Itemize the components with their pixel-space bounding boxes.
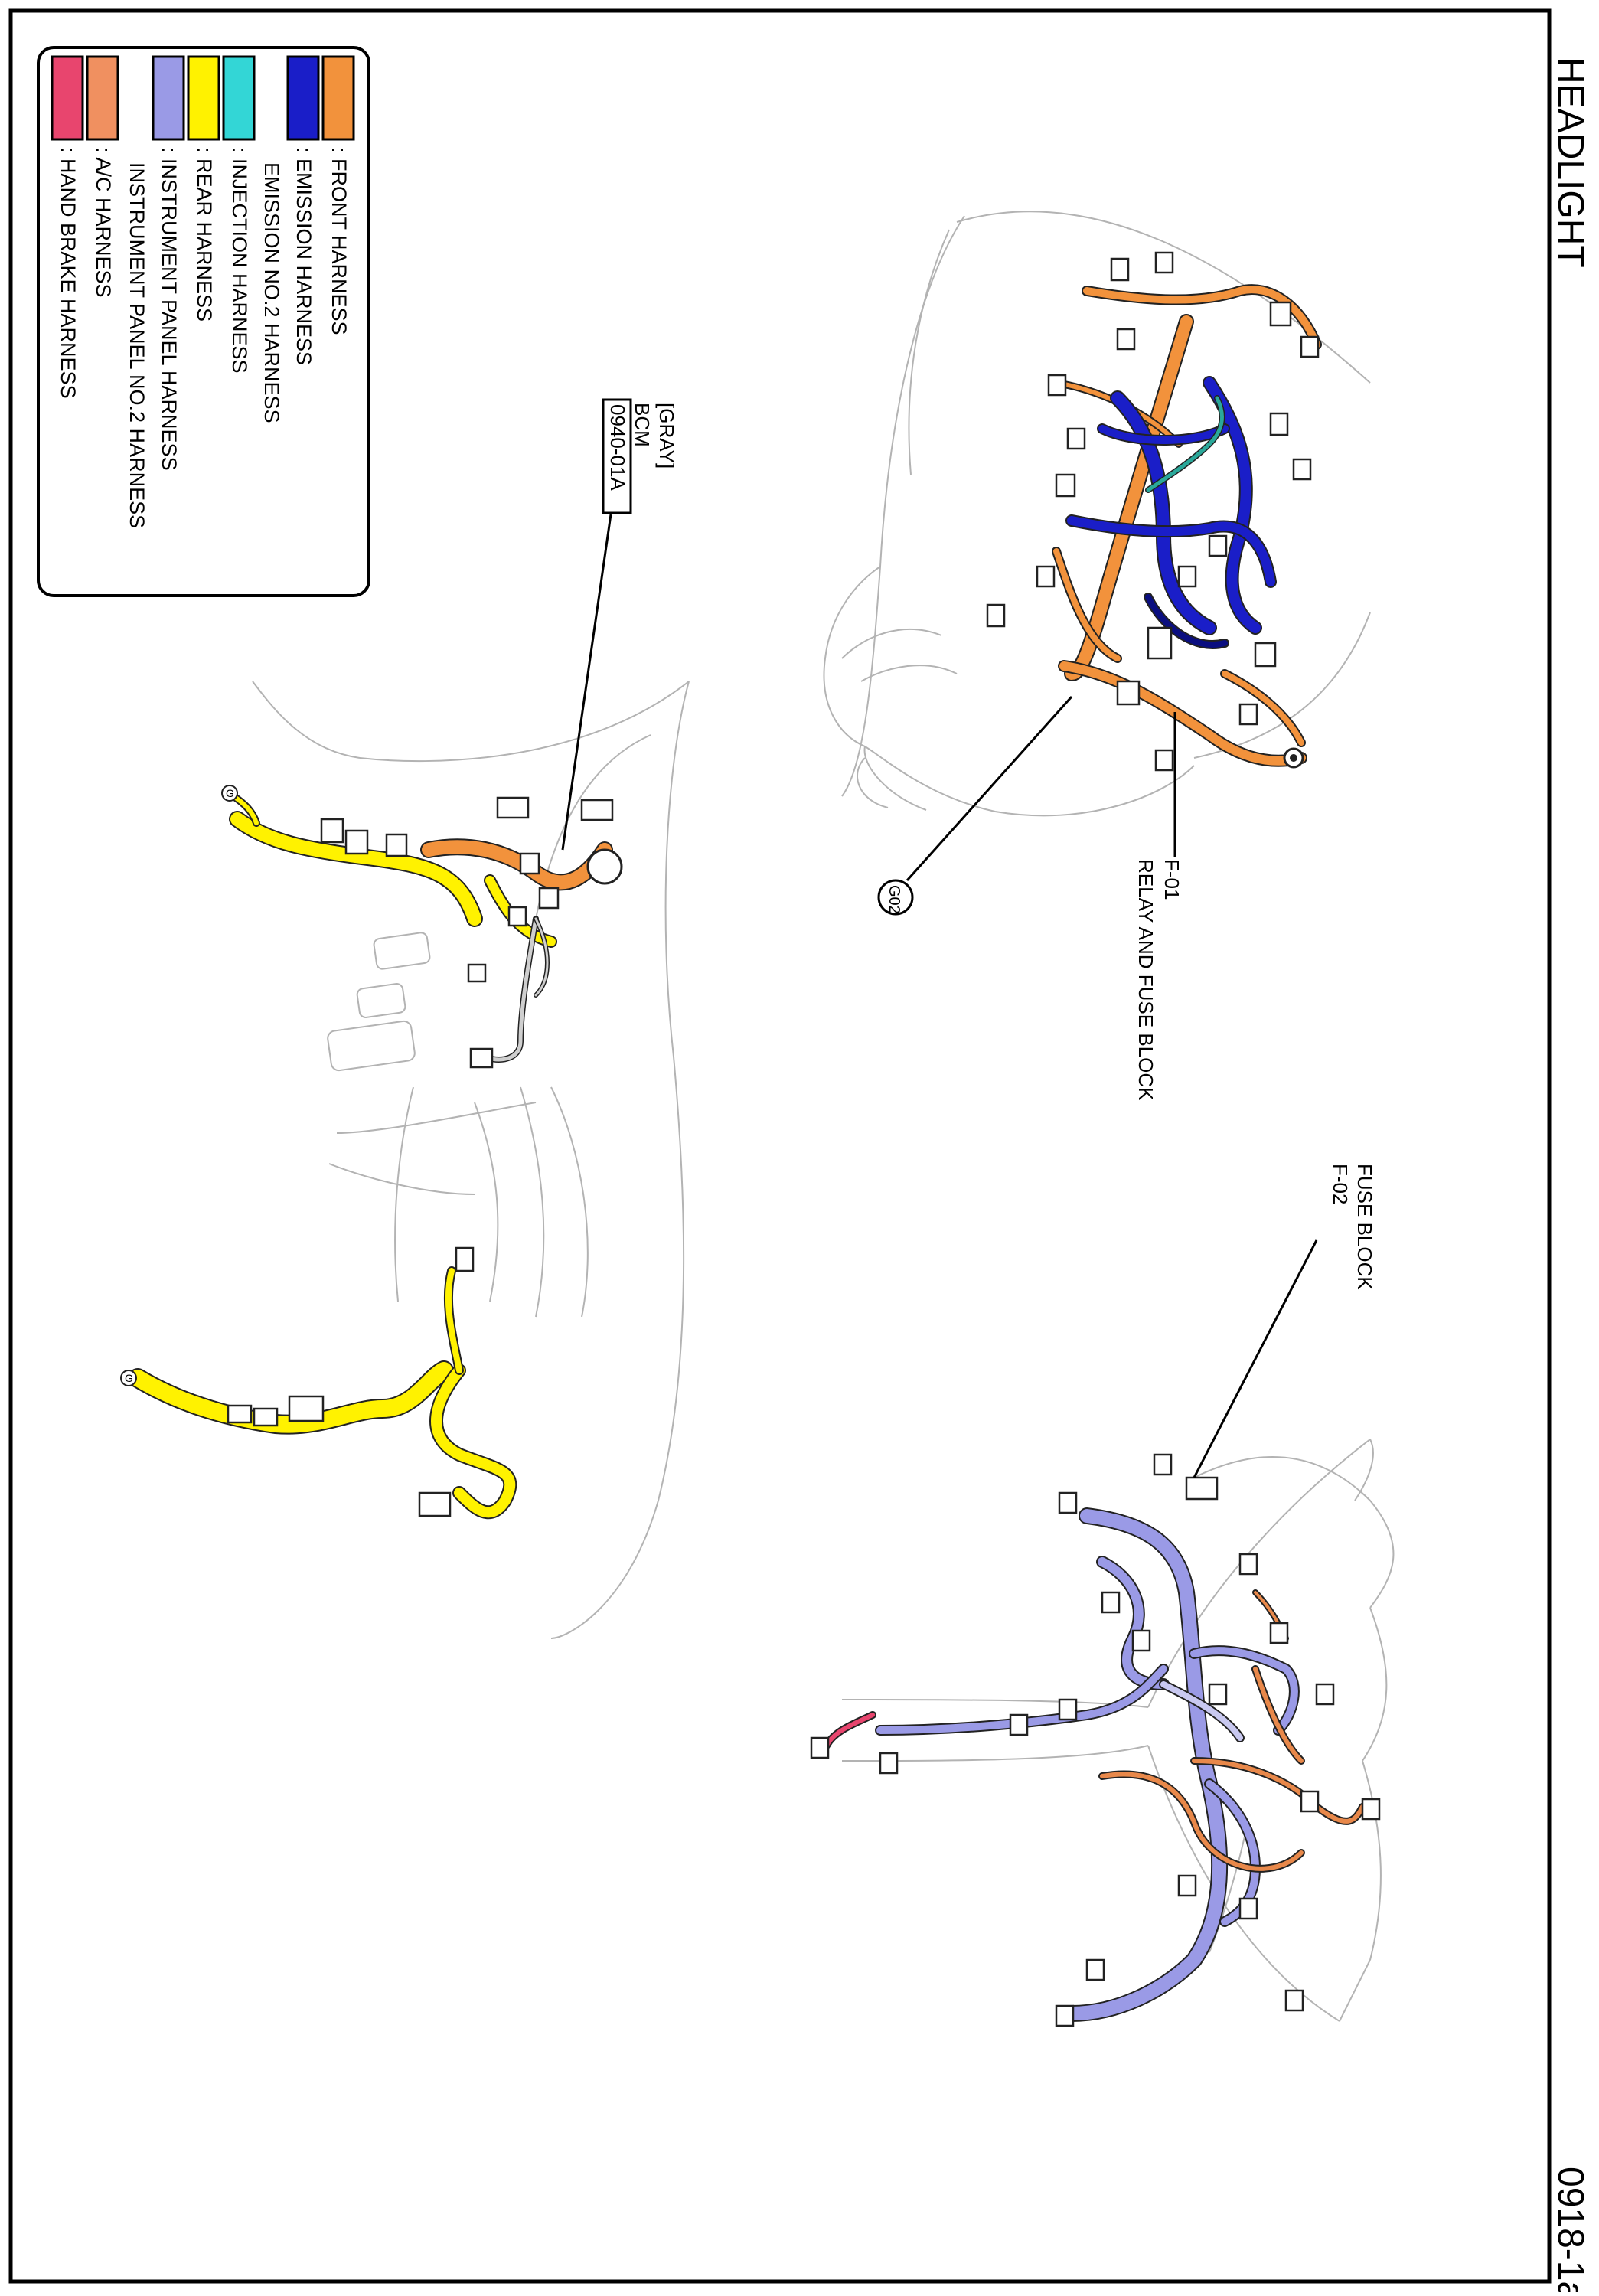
injection-harness <box>1145 395 1225 493</box>
legend-label-ac: : A/C HARNESS <box>92 147 115 298</box>
bcm-color: [GRAY] <box>655 403 678 469</box>
fuse-block-name: FUSE BLOCK <box>1353 1164 1376 1290</box>
legend-box <box>37 46 370 597</box>
legend: : FRONT HARNESS : EMISSION HARNESS EMISS… <box>37 46 370 597</box>
legend-label-instrument-no2: INSTRUMENT PANEL NO.2 HARNESS <box>126 162 148 528</box>
fuse-block-code: F-02 <box>1329 1164 1352 1204</box>
bcm-code-box <box>602 398 632 514</box>
legend-label-instrument: : INSTRUMENT PANEL HARNESS <box>158 147 181 471</box>
emission-harness <box>1065 376 1277 649</box>
legend-label-rear: : REAR HARNESS <box>193 147 216 322</box>
legend-swatch-emission <box>286 55 320 141</box>
interior-outline <box>252 681 690 1639</box>
legend-label-front: : FRONT HARNESS <box>328 147 351 335</box>
instrument-panel-connectors <box>810 1453 1381 2027</box>
front-harness-engine <box>1052 284 1322 767</box>
legend-swatch-instrument <box>152 55 185 141</box>
legend-label-handbrake: : HAND BRAKE HARNESS <box>57 147 80 399</box>
bcm-harness <box>221 785 623 1063</box>
page-code: 0918-1a <box>1550 2167 1591 2292</box>
legend-swatch-rear <box>187 55 220 141</box>
ground-g-label-2: G <box>125 1372 133 1384</box>
ground-g02-leader <box>906 695 1073 882</box>
rear-harness <box>120 1246 517 1520</box>
ground-g02-marker <box>877 879 914 916</box>
ground-g-label-1: G <box>226 787 234 799</box>
legend-swatch-front <box>321 55 355 141</box>
fuse-block-leader <box>1193 1239 1318 1478</box>
engine-connectors <box>986 251 1320 772</box>
legend-label-emission: : EMISSION HARNESS <box>292 147 315 365</box>
bcm-leader <box>561 514 612 851</box>
legend-swatch-handbrake <box>51 55 84 141</box>
ground-g02-label: G02 <box>886 885 902 914</box>
relay-fuse-name: RELAY AND FUSE BLOCK <box>1134 859 1157 1101</box>
page-frame <box>8 8 1552 2284</box>
bcm-connectors <box>320 796 614 1069</box>
relay-fuse-code: F-01 <box>1160 859 1183 900</box>
bcm-code: 0940-01A <box>606 404 629 491</box>
legend-label-emission-no2: EMISSION NO.2 HARNESS <box>260 162 283 423</box>
legend-swatch-injection <box>222 55 256 141</box>
legend-swatch-ac <box>86 55 119 141</box>
legend-label-injection: : INJECTION HARNESS <box>228 147 251 374</box>
interior-pedals <box>327 932 431 1072</box>
instrument-panel-harness <box>823 1507 1366 2022</box>
bcm-name: BCM <box>631 403 654 447</box>
page-title: HEADLIGHT <box>1550 57 1591 268</box>
